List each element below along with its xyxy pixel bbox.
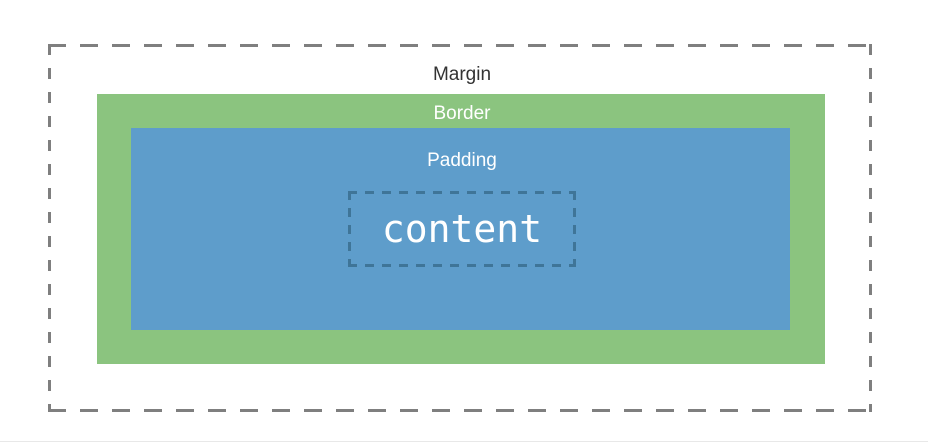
margin-region-label: Margin: [432, 64, 492, 85]
content-box-dashed-edge-top: [348, 191, 576, 194]
padding-region-label: Padding: [427, 150, 497, 171]
margin-box: [48, 44, 872, 412]
content-box: content: [348, 191, 576, 267]
margin-box-dashed-edge-top: [48, 44, 872, 47]
border-region-label: Border: [433, 103, 491, 124]
content-box-dashed-edge-bottom: [348, 264, 576, 267]
content-box-dashed-edge-left: [348, 191, 351, 267]
padding-box: [131, 128, 790, 330]
content-region-label: content: [381, 207, 543, 251]
margin-box-dashed-edge-bottom: [48, 409, 872, 412]
margin-box-dashed-edge-left: [48, 44, 51, 412]
margin-box-dashed-edge-right: [869, 44, 872, 412]
content-box-dashed-edge-right: [573, 191, 576, 267]
